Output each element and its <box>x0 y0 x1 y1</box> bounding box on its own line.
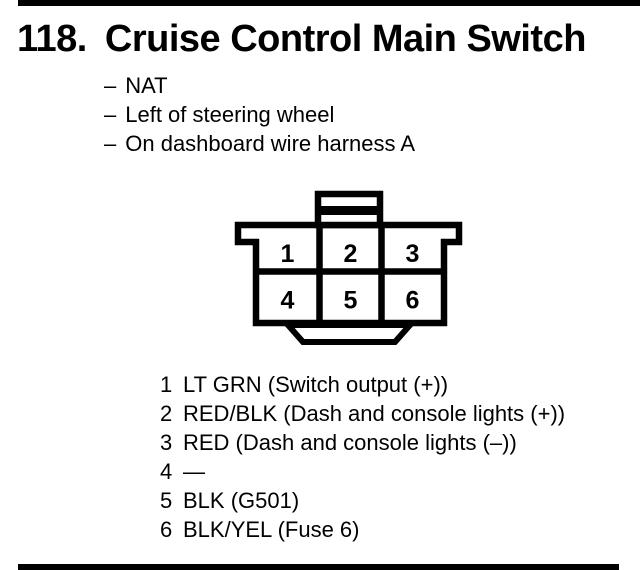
pin-cell-6: 6 <box>406 287 420 315</box>
note-text: NAT <box>125 73 168 98</box>
pin-legend-row: 3 RED (Dash and console lights (–)) <box>160 428 565 457</box>
pin-description: RED (Dash and console lights (–)) <box>183 430 517 455</box>
note-line: – Left of steering wheel <box>104 100 415 129</box>
pin-legend: 1 LT GRN (Switch output (+)) 2 RED/BLK (… <box>160 370 565 544</box>
pin-description: RED/BLK (Dash and console lights (+)) <box>183 401 566 426</box>
pin-description: BLK (G501) <box>183 488 300 513</box>
item-number: 118. <box>17 18 87 60</box>
pin-cell-5: 5 <box>344 287 358 315</box>
note-text: Left of steering wheel <box>125 102 335 127</box>
pin-number: 5 <box>160 488 173 513</box>
note-line: – On dashboard wire harness A <box>104 129 415 158</box>
connector-lock-tab-slot <box>315 206 383 215</box>
pin-number: 4 <box>160 459 173 484</box>
pin-number: 2 <box>160 401 173 426</box>
bullet-dash: – <box>104 102 117 127</box>
pin-number: 6 <box>160 517 173 542</box>
pin-legend-row: 6 BLK/YEL (Fuse 6) <box>160 515 565 544</box>
scan-edge-bottom <box>18 564 619 570</box>
page-title: 118. Cruise Control Main Switch <box>17 20 586 58</box>
location-notes: – NAT – Left of steering wheel – On dash… <box>104 71 415 158</box>
pin-cell-3: 3 <box>406 240 420 268</box>
note-text: On dashboard wire harness A <box>125 131 416 156</box>
note-line: – NAT <box>104 71 415 100</box>
pin-cell-1: 1 <box>281 240 295 268</box>
item-title: Cruise Control Main Switch <box>104 18 587 60</box>
pin-legend-row: 2 RED/BLK (Dash and console lights (+)) <box>160 399 565 428</box>
pin-legend-row: 4 — <box>160 457 565 486</box>
bullet-dash: – <box>104 131 117 156</box>
pin-description: — <box>183 459 205 484</box>
bullet-dash: – <box>104 73 117 98</box>
pin-legend-row: 1 LT GRN (Switch output (+)) <box>160 370 565 399</box>
pin-description: BLK/YEL (Fuse 6) <box>183 517 360 542</box>
pin-cell-4: 4 <box>281 287 295 315</box>
connector-diagram: 1 2 3 4 5 6 <box>234 190 463 345</box>
pin-number: 1 <box>160 372 173 397</box>
pin-legend-row: 5 BLK (G501) <box>160 486 565 515</box>
pin-number: 3 <box>160 430 173 455</box>
pin-cell-2: 2 <box>344 240 358 268</box>
connector-bottom-key <box>281 322 417 345</box>
scan-edge-top <box>18 0 640 6</box>
pin-description: LT GRN (Switch output (+)) <box>183 372 449 397</box>
